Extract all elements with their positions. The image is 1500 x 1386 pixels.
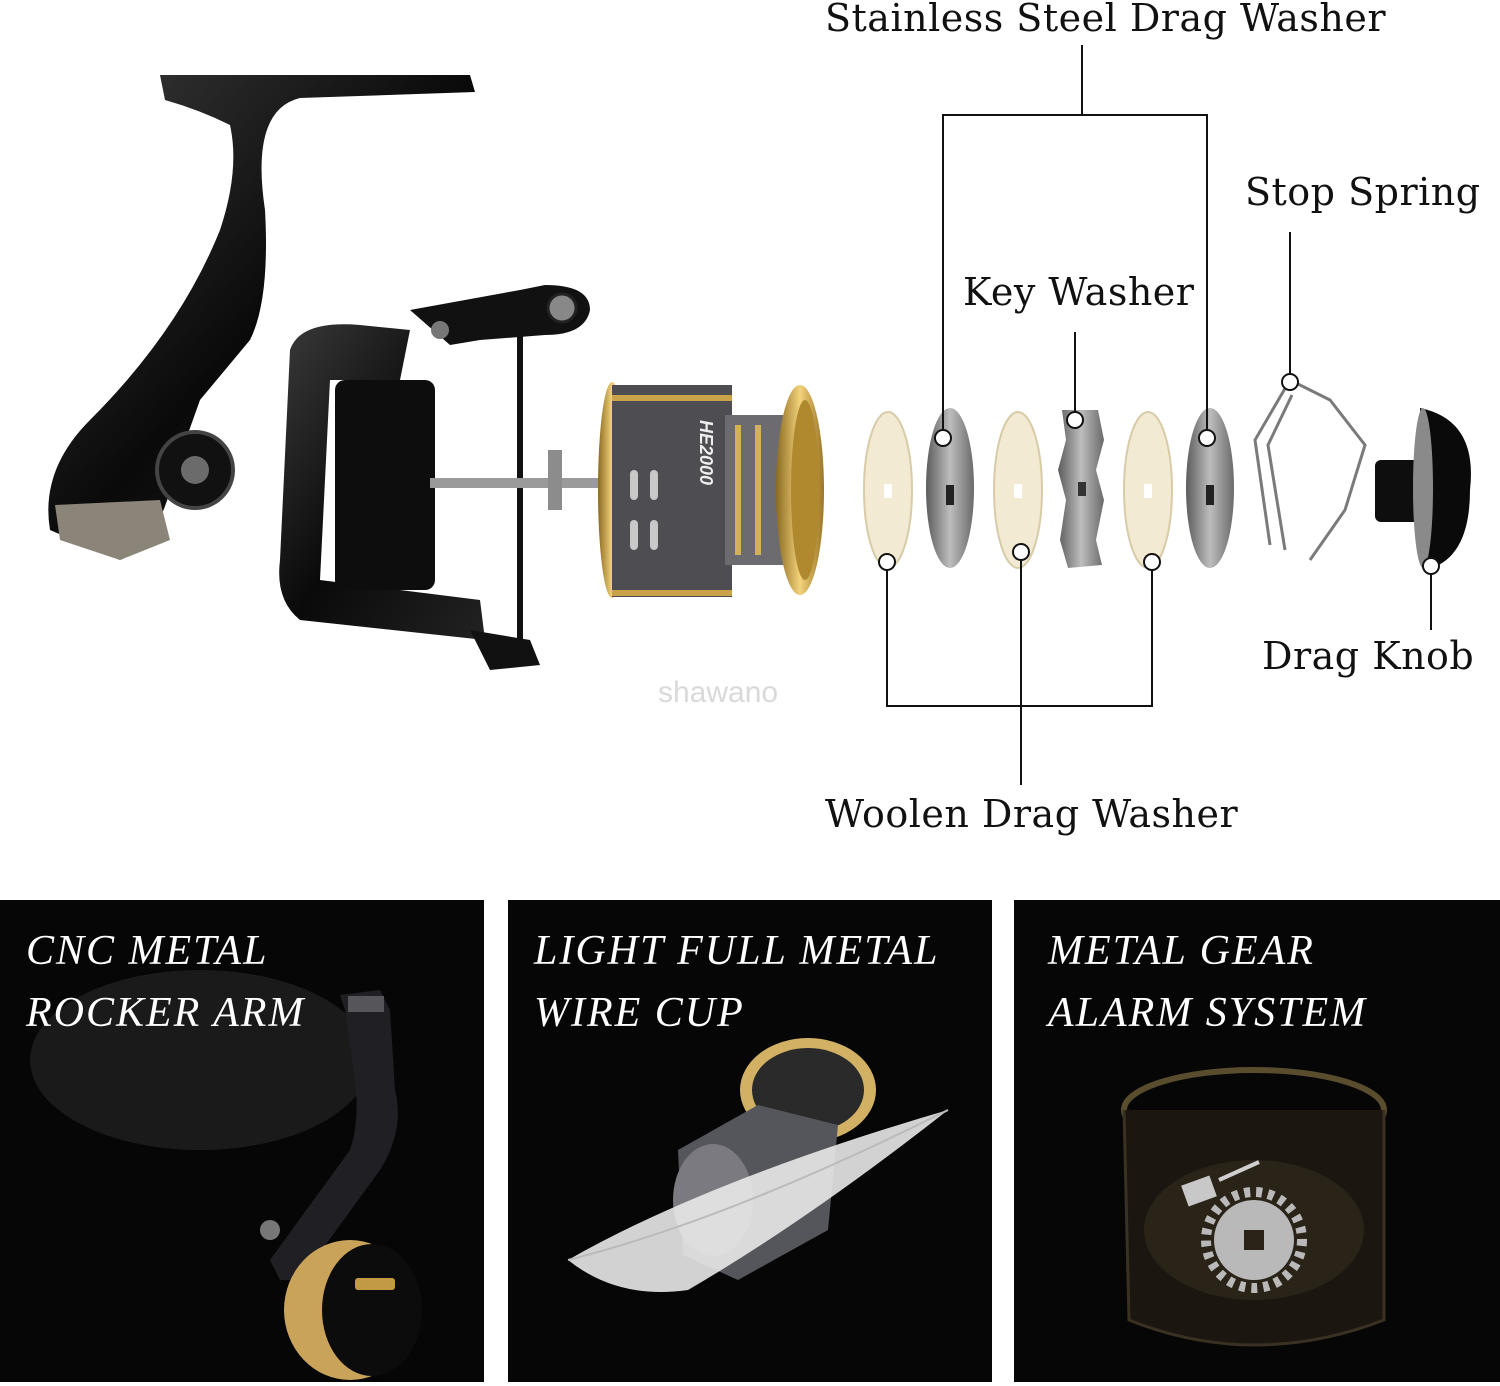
label-key-washer: Key Washer	[963, 270, 1195, 314]
rocker-arm-image	[30, 970, 422, 1380]
feature-panel-wire-cup: LIGHT FULL METAL WIRE CUP	[508, 900, 992, 1382]
label-woolen-drag-washer: Woolen Drag Washer	[825, 792, 1239, 836]
panel-title-wire-cup: LIGHT FULL METAL WIRE CUP	[534, 920, 939, 1044]
spool: HE2000	[598, 382, 824, 598]
panel-title-rocker-arm: CNC METAL ROCKER ARM	[26, 920, 305, 1044]
drag-knob	[1375, 408, 1471, 570]
feature-panel-rocker-arm: CNC METAL ROCKER ARM	[0, 900, 484, 1382]
label-stainless-steel-drag-washer: Stainless Steel Drag Washer	[825, 0, 1387, 40]
panel-title-gear-alarm: METAL GEAR ALARM SYSTEM	[1048, 920, 1367, 1044]
leader-lines	[886, 45, 1432, 785]
panel-line-2: ALARM SYSTEM	[1048, 990, 1368, 1036]
leader-dots	[878, 373, 1440, 575]
wire-cup-image	[567, 1038, 949, 1292]
stainless-steel-drag-washers	[926, 408, 1234, 568]
panel-line-1: METAL GEAR	[1048, 928, 1315, 974]
stop-spring	[1253, 378, 1367, 561]
watermark: shawano	[658, 676, 779, 709]
panel-line-2: WIRE CUP	[534, 990, 745, 1036]
reel-body	[48, 75, 600, 670]
spool-model-text: HE2000	[696, 420, 716, 485]
panel-line-1: LIGHT FULL METAL	[534, 928, 940, 974]
feature-panel-gear-alarm: METAL GEAR ALARM SYSTEM	[1014, 900, 1500, 1382]
reel-exploded-view: HE2000	[48, 45, 1471, 785]
label-drag-knob: Drag Knob	[1262, 634, 1475, 678]
panel-line-2: ROCKER ARM	[26, 990, 306, 1036]
label-stop-spring: Stop Spring	[1245, 170, 1481, 214]
gear-alarm-image	[1121, 1067, 1387, 1347]
gear	[1201, 1187, 1307, 1293]
exploded-diagram: HE2000	[48, 0, 1481, 836]
key-washer	[1058, 410, 1104, 568]
panel-line-1: CNC METAL	[26, 928, 269, 974]
